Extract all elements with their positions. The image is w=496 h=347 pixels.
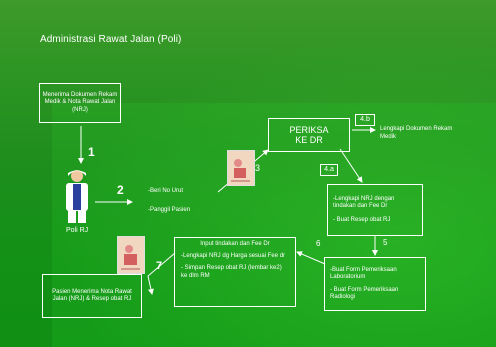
input-bullet-1: -Lengkapi NRJ dg Harga sesuai Fee dr: [181, 253, 286, 260]
resep-text: - Buat Resep obat RJ: [333, 216, 391, 223]
slide-title: Administrasi Rawat Jalan (Poli): [40, 34, 182, 45]
step-number-7: 7: [156, 260, 163, 272]
step-number-5: 5: [383, 238, 388, 247]
box-input-tindakan: Input tindakan dan Fee Dr -Lengkapi NRJ …: [174, 237, 296, 307]
step-number-4b: 4.b: [355, 114, 375, 126]
box-receive-documents: Menerima Dokumen Rekam Medik & Nota Rawa…: [39, 83, 121, 123]
poli-label: Poli RJ: [66, 227, 89, 234]
input-bullet-2: - Simpan Resep obat RJ (lembar ke2) ke d…: [181, 265, 282, 279]
step-number-1: 1: [88, 145, 95, 159]
label-lengkapi-dokumen: Lengkapi Dokumen Rekam Medik: [380, 126, 453, 140]
form-radiologi-text: - Buat Form Pemeriksaan Radiologi: [330, 286, 399, 300]
document-thumbnail-icon: [227, 150, 255, 186]
box-periksa-ke-dr: PERIKSA KE DR: [268, 118, 350, 152]
arrow-6: [296, 251, 326, 265]
label-beri-no-urut: -Beri No Urut: [148, 188, 184, 194]
label-panggil-pasien: -Panggil Pasien: [148, 207, 191, 213]
box-lengkapi-nrj: -Lengkapi NRJ dengan tindakan dan Fee Dr…: [327, 184, 423, 236]
doctor-figure-icon: [62, 168, 92, 224]
form-lab-text: -Buat Form Pemeriksaan Laboratorium: [330, 267, 397, 281]
arrow-7: [147, 252, 176, 295]
step-number-2: 2: [117, 183, 124, 197]
document-thumbnail-icon: [117, 236, 145, 274]
periksa-label: PERIKSA KE DR: [289, 125, 329, 145]
nrj-text: -Lengkapi NRJ dengan tindakan dan Fee Dr: [333, 196, 395, 210]
arrow-4a: [339, 148, 363, 183]
step-number-4a: 4.a: [320, 164, 338, 176]
input-title-text: Input tindakan dan Fee Dr: [200, 241, 270, 247]
box-buat-form: -Buat Form Pemeriksaan Laboratorium - Bu…: [324, 257, 426, 311]
box-pasien-menerima: Pasien Menerima Nota Rawat Jalan (NRJ) &…: [42, 274, 142, 318]
step-number-3: 3: [255, 163, 261, 173]
step-number-6: 6: [316, 239, 321, 248]
